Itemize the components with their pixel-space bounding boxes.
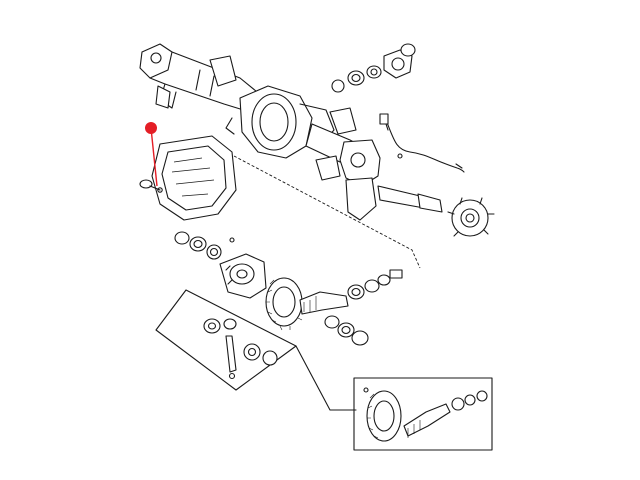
differential-cover (151, 135, 237, 221)
pinion-gear (299, 291, 369, 346)
abs-sensor-wire (379, 113, 465, 173)
red-callout-marker (145, 122, 158, 187)
cover-bolt (139, 179, 163, 193)
spider-gear-box (155, 289, 357, 411)
pinion-flange-stack (331, 43, 416, 93)
carrier-bearing-set (174, 231, 235, 260)
ring-gear (265, 277, 303, 331)
axle-shaft-and-hub (377, 185, 495, 237)
differential-case (219, 253, 267, 299)
axle-housing (139, 43, 381, 221)
pinion-bearing-stack (347, 269, 403, 300)
ring-pinion-detail-box (353, 377, 493, 451)
dashed-leader-line (233, 155, 421, 269)
